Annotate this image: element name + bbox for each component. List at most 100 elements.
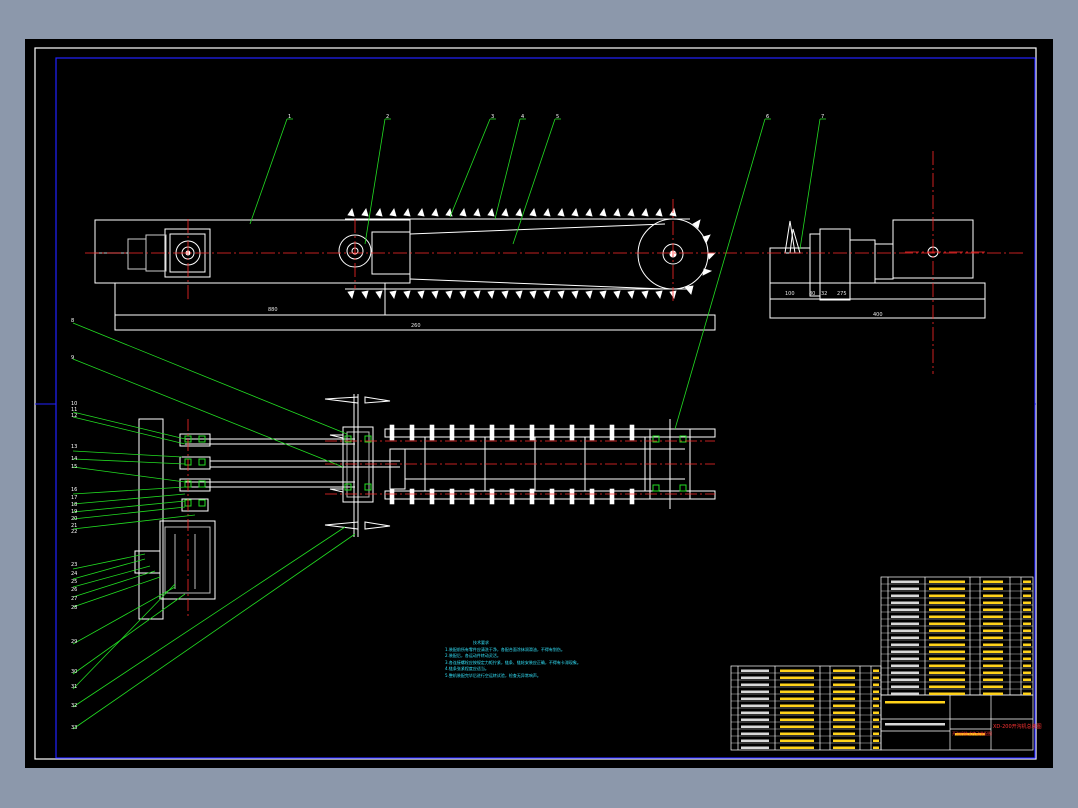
chain-links-plan [389, 424, 635, 505]
leaders-top [249, 118, 826, 430]
parts-cell-text [891, 671, 919, 674]
callout-14: 14 [71, 456, 78, 462]
parts-cell-text [741, 676, 769, 679]
note-1: 1.装配前所有零件应清洗干净，各配合面涂抹润滑油，不得有划伤。 [445, 646, 565, 652]
plan-view [134, 394, 716, 620]
callout-26: 26 [71, 587, 78, 593]
parts-cell-text [929, 678, 965, 681]
parts-cell-text [983, 671, 1003, 674]
callout-25: 25 [71, 579, 78, 585]
callout-6: 6 [766, 114, 770, 120]
parts-text-cells [741, 580, 1031, 749]
parts-cell-text [873, 739, 879, 742]
parts-cell-text [891, 678, 919, 681]
callout-27: 27 [71, 596, 78, 602]
parts-cell-text [873, 683, 879, 686]
parts-cell-text [983, 594, 1003, 597]
parts-cell-text [873, 718, 879, 721]
callout-2: 2 [386, 114, 390, 120]
parts-cell-text [741, 690, 769, 693]
parts-cell-text [833, 676, 855, 679]
callout-9: 9 [71, 355, 75, 361]
parts-cell-text [780, 725, 814, 728]
parts-cell-text [891, 594, 919, 597]
parts-cell-text [1023, 601, 1031, 604]
parts-cell-text [833, 711, 855, 714]
drawing-subtitle: 开沟机链式传动装配图 [952, 731, 992, 736]
parts-cell-text [929, 650, 965, 653]
callout-23: 23 [71, 562, 78, 568]
technical-notes: 技术要求 1.装配前所有零件应清洗干净，各配合面涂抹润滑油，不得有划伤。 2.装… [445, 640, 581, 679]
parts-cell-text [1023, 615, 1031, 618]
parts-cell-text [891, 601, 919, 604]
parts-cell-text [780, 711, 814, 714]
parts-cell-text [833, 739, 855, 742]
parts-cell-text [983, 601, 1003, 604]
parts-cell-text [983, 580, 1003, 583]
parts-cell-text [983, 685, 1003, 688]
callout-15: 15 [71, 464, 78, 470]
parts-cell-text [780, 732, 814, 735]
parts-cell-text [780, 739, 814, 742]
parts-cell-text [873, 732, 879, 735]
parts-cell-text [741, 725, 769, 728]
note-4: 4.链条张紧程度应适当。 [445, 666, 489, 671]
parts-cell-text [929, 622, 965, 625]
parts-cell-text [983, 664, 1003, 667]
parts-cell-text [983, 615, 1003, 618]
callout-31: 31 [71, 684, 78, 690]
parts-cell-text [929, 601, 965, 604]
parts-cell-text [833, 725, 855, 728]
dimension-32: 32 [821, 291, 828, 297]
callout-17: 17 [71, 495, 78, 501]
parts-cell-text [1023, 629, 1031, 632]
parts-cell-text [955, 733, 985, 736]
callout-11: 11 [71, 407, 78, 413]
parts-cell-text [885, 701, 945, 704]
parts-cell-text [983, 608, 1003, 611]
callout-19: 19 [71, 509, 78, 515]
parts-cell-text [780, 704, 814, 707]
dimension-260: 260 [411, 323, 421, 329]
callout-28: 28 [71, 605, 78, 611]
parts-cell-text [983, 622, 1003, 625]
parts-cell-text [929, 643, 965, 646]
parts-cell-text [1023, 580, 1031, 583]
drawing-name: XD-200开沟机总装图 [993, 724, 1042, 730]
parts-cell-text [780, 718, 814, 721]
callout-32: 32 [71, 703, 78, 709]
callout-13: 13 [71, 444, 78, 450]
parts-cell-text [891, 685, 919, 688]
parts-cell-text [833, 683, 855, 686]
parts-cell-text [929, 657, 965, 660]
parts-cell-text [873, 676, 879, 679]
callout-4: 4 [521, 114, 525, 120]
plan-centerlines [187, 419, 715, 619]
centerlines [85, 151, 1025, 374]
parts-cell-text [873, 746, 879, 749]
parts-cell-text [983, 650, 1003, 653]
parts-cell-text [929, 692, 965, 695]
callout-21: 21 [71, 523, 78, 529]
parts-cell-text [891, 615, 919, 618]
parts-cell-text [833, 669, 855, 672]
parts-cell-text [891, 622, 919, 625]
notes-title: 技术要求 [473, 640, 489, 645]
parts-cell-text [741, 669, 769, 672]
callout-12: 12 [71, 413, 78, 419]
parts-cell-text [1023, 692, 1031, 695]
parts-cell-text [833, 732, 855, 735]
parts-cell-text [929, 615, 965, 618]
parts-cell-text [891, 608, 919, 611]
parts-cell-text [891, 664, 919, 667]
parts-cell-text [1023, 685, 1031, 688]
dimension-880: 880 [268, 307, 278, 313]
callout-16: 16 [71, 487, 78, 493]
parts-cell-text [1023, 594, 1031, 597]
note-2: 2.装配后，各运动件转动灵活。 [445, 653, 501, 658]
parts-cell-text [891, 692, 919, 695]
parts-list-rows-right [881, 583, 1033, 690]
dimension-400: 400 [873, 312, 883, 318]
dimension-100: 100 [785, 291, 795, 297]
